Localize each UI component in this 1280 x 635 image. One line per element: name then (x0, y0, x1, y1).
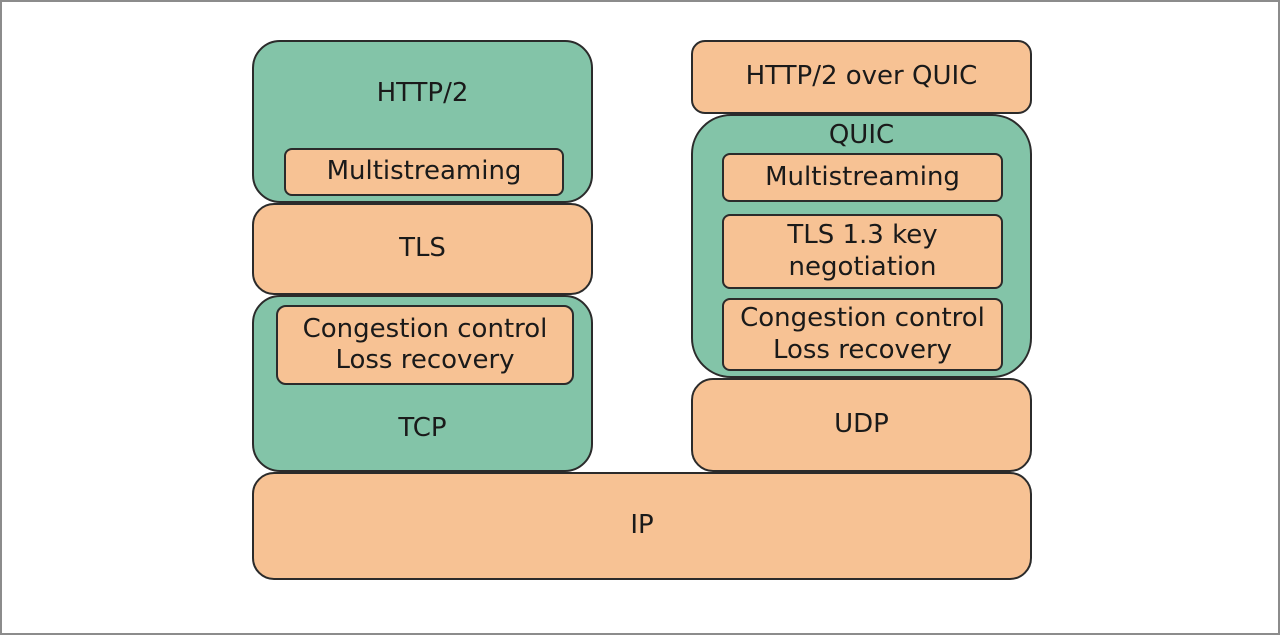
quic-tls-line2: negotiation (788, 251, 937, 282)
http2-layer: HTTP/2 Multistreaming (252, 40, 593, 203)
quic-layer: QUIC Multistreaming TLS 1.3 key negotiat… (691, 114, 1032, 378)
tcp-label: TCP (398, 413, 447, 443)
http2-multistreaming-box: Multistreaming (284, 148, 564, 196)
udp-layer: UDP (691, 378, 1032, 472)
tcp-congestion-line1: Congestion control (302, 313, 548, 344)
tcp-layer: Congestion control Loss recovery TCP (252, 295, 593, 472)
http2-over-quic-label: HTTP/2 over QUIC (745, 61, 978, 92)
quic-tls-line1: TLS 1.3 key (787, 220, 938, 251)
ip-layer: IP (252, 472, 1032, 580)
tcp-congestion-box: Congestion control Loss recovery (276, 305, 574, 385)
http2-multistreaming-label: Multistreaming (326, 156, 522, 187)
quic-multistreaming-label: Multistreaming (765, 161, 960, 192)
http2-label: HTTP/2 (376, 78, 469, 108)
quic-congestion-line1: Congestion control (740, 303, 985, 334)
udp-label: UDP (834, 409, 889, 440)
quic-tls-box: TLS 1.3 key negotiation (722, 214, 1003, 289)
quic-congestion-box: Congestion control Loss recovery (722, 298, 1003, 371)
tls-layer: TLS (252, 203, 593, 295)
quic-label: QUIC (828, 120, 895, 150)
ip-label: IP (630, 510, 654, 541)
tls-label: TLS (399, 233, 446, 264)
http2-over-quic-layer: HTTP/2 over QUIC (691, 40, 1032, 114)
tcp-congestion-line2: Loss recovery (335, 345, 515, 375)
quic-congestion-line2: Loss recovery (772, 334, 953, 365)
quic-multistreaming-box: Multistreaming (722, 153, 1003, 202)
